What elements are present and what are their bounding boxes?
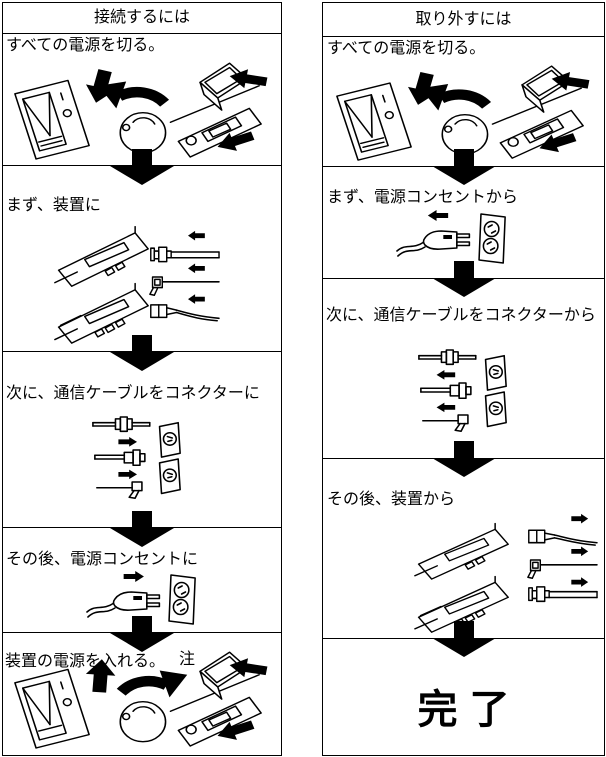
devices-stack-illustration: [414, 522, 509, 633]
plug-outlet-illustration: [86, 571, 196, 625]
plug-outlet-illustration: [396, 210, 506, 264]
rocker-switch-icon: [14, 668, 90, 749]
power-plug-icon: [86, 591, 161, 618]
step-label: すべての電源を切る。: [6, 37, 165, 54]
inline-connector-icon: [92, 416, 151, 433]
cable-plug-icon: [422, 414, 469, 433]
inline-connector-icon: [418, 349, 477, 366]
turn-ccw-arrow-icon: [98, 81, 170, 109]
device-unit-icon: [414, 575, 509, 633]
down-arrow-icon: [432, 261, 496, 297]
left-arrow-icon: [188, 294, 205, 304]
screw-connector-icon: [150, 246, 220, 263]
down-arrow-icon: [432, 149, 496, 185]
right-arrow-icon: [118, 469, 138, 480]
devices-stack-illustration: [54, 225, 149, 344]
device-rear-icon: [169, 651, 268, 747]
outlet-icon: [478, 213, 506, 264]
connect-step-1-box: すべての電源を切る。: [2, 33, 282, 166]
lid-arrow-icon: [229, 69, 268, 89]
switch-arrow-icon: [217, 720, 255, 740]
lid-arrow-icon: [551, 72, 590, 91]
left-arrow-icon: [427, 210, 449, 221]
step-label: すべての電源を切る。: [327, 40, 486, 57]
right-arrow-icon: [118, 437, 138, 447]
down-arrow-icon: [110, 511, 174, 547]
connect-title: 接続するには: [93, 9, 190, 26]
connect-step-3-box: 次に、通信ケーブルをコネクターに: [2, 351, 282, 528]
press-on-arrow-icon: [85, 659, 116, 693]
step-label: その後、電源コンセントに: [6, 551, 199, 568]
lid-arrow-icon: [229, 658, 268, 678]
right-arrow-icon: [571, 513, 589, 524]
note-label: 注: [179, 651, 196, 668]
down-arrow-icon: [110, 149, 174, 185]
rocker-switch-icon: [336, 82, 412, 161]
right-arrow-icon: [571, 546, 589, 557]
disconnect-step-4-box: その後、装置から: [322, 458, 605, 639]
disconnect-step-3-box: 次に、通信ケーブルをコネクターから: [322, 278, 605, 459]
disconnect-header: 取り外すには: [322, 2, 605, 37]
rocker-switch-icon: [14, 79, 90, 160]
wall-connector-icon: [158, 421, 181, 458]
step-label: 次に、通信ケーブルをコネクターから: [326, 307, 596, 324]
comm-cables-illustration: [418, 349, 507, 433]
barrel-connector-icon: [420, 382, 472, 400]
power-on-illustration: [14, 651, 268, 749]
wall-connector-icon: [158, 458, 181, 495]
disconnect-step-1-box: すべての電源を切る。: [322, 36, 605, 167]
down-arrow-icon: [110, 616, 174, 652]
wall-connector-icon: [484, 354, 507, 391]
modular-plug-icon: [150, 304, 220, 322]
right-arrow-icon: [123, 571, 144, 582]
power-off-illustration: [336, 65, 590, 161]
power-off-illustration: [14, 62, 268, 160]
power-plug-icon: [396, 230, 471, 257]
step-label: まず、装置に: [6, 197, 101, 214]
cable-plug-icon: [96, 481, 143, 500]
disconnect-step-2-box: まず、電源コンセントから: [322, 166, 605, 279]
down-arrow-icon: [432, 621, 496, 657]
device-unit-icon: [54, 282, 149, 344]
outlet-icon: [168, 574, 196, 625]
device-unit-icon: [54, 225, 149, 287]
down-arrow-icon: [110, 335, 174, 371]
comm-cables-illustration: [92, 416, 181, 500]
disconnect-step-5-box: 完了: [322, 638, 605, 756]
device-unit-icon: [414, 522, 509, 580]
switch-arrow-icon: [539, 133, 577, 153]
complete-label: 完了: [417, 688, 522, 732]
turn-cw-arrow-icon: [116, 670, 188, 698]
wall-connector-icon: [484, 391, 507, 428]
step-label: 装置の電源を入れる。: [5, 653, 166, 670]
left-arrow-icon: [436, 402, 456, 413]
screw-connector-icon: [528, 586, 598, 603]
device-rear-icon: [491, 65, 590, 159]
connect-step-5-box: 装置の電源を入れる。 注: [2, 632, 282, 756]
cable-connectors-illustration: [527, 513, 598, 603]
switch-arrow-icon: [217, 131, 255, 151]
clip-connector-icon: [149, 276, 220, 297]
connect-header: 接続するには: [2, 2, 282, 34]
clip-connector-icon: [527, 559, 598, 580]
connect-step-2-box: まず、装置に: [2, 165, 282, 352]
step-label: その後、装置から: [327, 491, 456, 508]
step-label: まず、電源コンセントから: [327, 189, 518, 206]
device-rear-icon: [169, 62, 268, 158]
rotary-knob-icon: [119, 701, 167, 743]
cable-connectors-illustration: [149, 230, 220, 322]
rotary-knob-icon: [119, 112, 167, 154]
right-arrow-icon: [571, 577, 589, 587]
down-arrow-icon: [432, 441, 496, 477]
left-arrow-icon: [188, 230, 205, 241]
left-arrow-icon: [436, 370, 456, 380]
modular-plug-icon: [528, 529, 598, 546]
turn-ccw-arrow-icon: [420, 84, 492, 111]
disconnect-title: 取り外すには: [415, 11, 512, 28]
barrel-connector-icon: [94, 449, 146, 467]
left-arrow-icon: [188, 263, 205, 274]
step-label: 次に、通信ケーブルをコネクターに: [6, 385, 260, 402]
